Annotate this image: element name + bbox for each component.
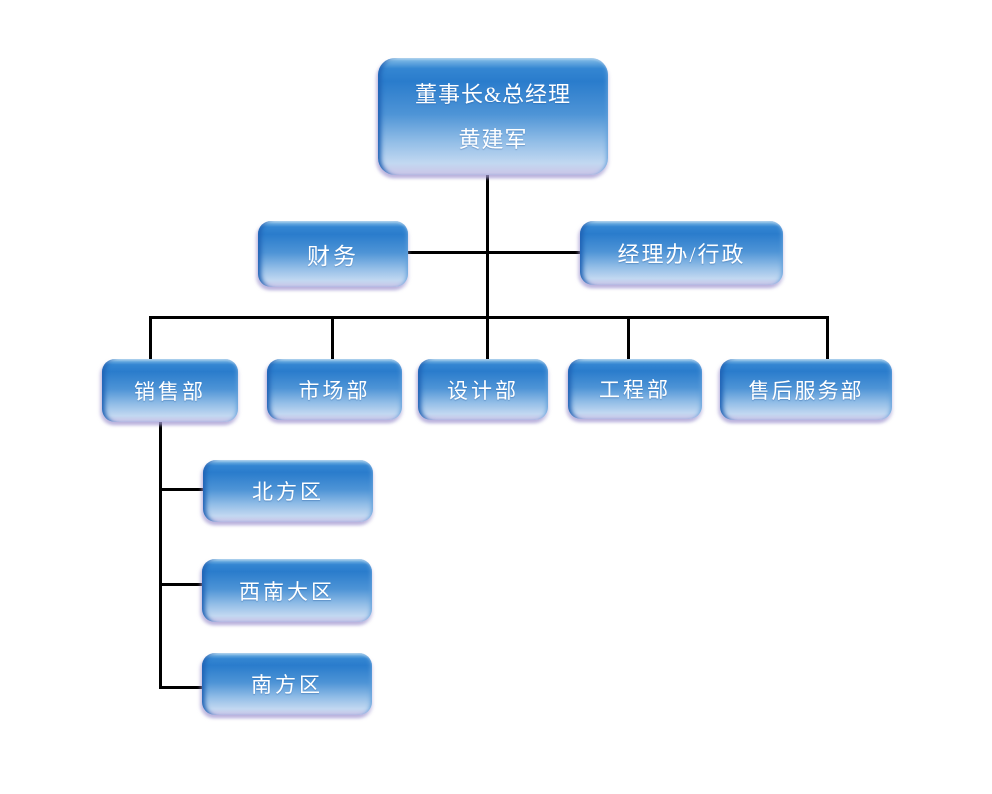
southwest-region-label: 西南大区 xyxy=(239,579,335,604)
org-node-marketing-dept: 市场部 xyxy=(267,359,402,420)
org-node-admin-office: 经理办/行政 xyxy=(580,221,783,285)
org-node-finance: 财务 xyxy=(258,221,408,287)
org-node-design-dept: 设计部 xyxy=(418,359,548,420)
chairman-title: 董事长&总经理 xyxy=(414,81,572,107)
org-node-chairman: 董事长&总经理 黄建军 xyxy=(378,58,608,175)
connector-sales-trunk xyxy=(159,422,162,689)
connector-root-vertical xyxy=(486,175,489,361)
connector-stub-sales xyxy=(149,316,152,361)
org-node-south-region: 南方区 xyxy=(202,653,372,715)
connector-stub-engineering xyxy=(627,316,630,361)
marketing-dept-label: 市场部 xyxy=(298,378,371,403)
north-region-label: 北方区 xyxy=(252,480,324,504)
connector-branch-north xyxy=(159,488,205,491)
connector-stub-aftersales xyxy=(826,316,829,361)
org-node-sales-dept: 销售部 xyxy=(102,359,238,422)
design-dept-label: 设计部 xyxy=(447,378,519,403)
org-node-aftersales-dept: 售后服务部 xyxy=(720,359,892,420)
admin-office-label: 经理办/行政 xyxy=(617,242,746,267)
finance-label: 财务 xyxy=(307,244,359,269)
connector-branch-southwest xyxy=(159,583,204,586)
connector-staff-horizontal xyxy=(408,251,580,254)
engineering-dept-label: 工程部 xyxy=(599,378,671,402)
sales-dept-label: 销售部 xyxy=(134,379,206,404)
org-node-southwest-region: 西南大区 xyxy=(202,559,372,622)
connector-stub-market xyxy=(331,316,334,361)
connector-departments-bar xyxy=(149,316,829,319)
aftersales-dept-label: 售后服务部 xyxy=(748,378,864,403)
south-region-label: 南方区 xyxy=(251,673,323,697)
org-node-north-region: 北方区 xyxy=(203,460,373,522)
org-node-engineering-dept: 工程部 xyxy=(568,359,702,419)
chairman-name: 黄建军 xyxy=(458,126,528,152)
connector-branch-south xyxy=(159,686,204,689)
